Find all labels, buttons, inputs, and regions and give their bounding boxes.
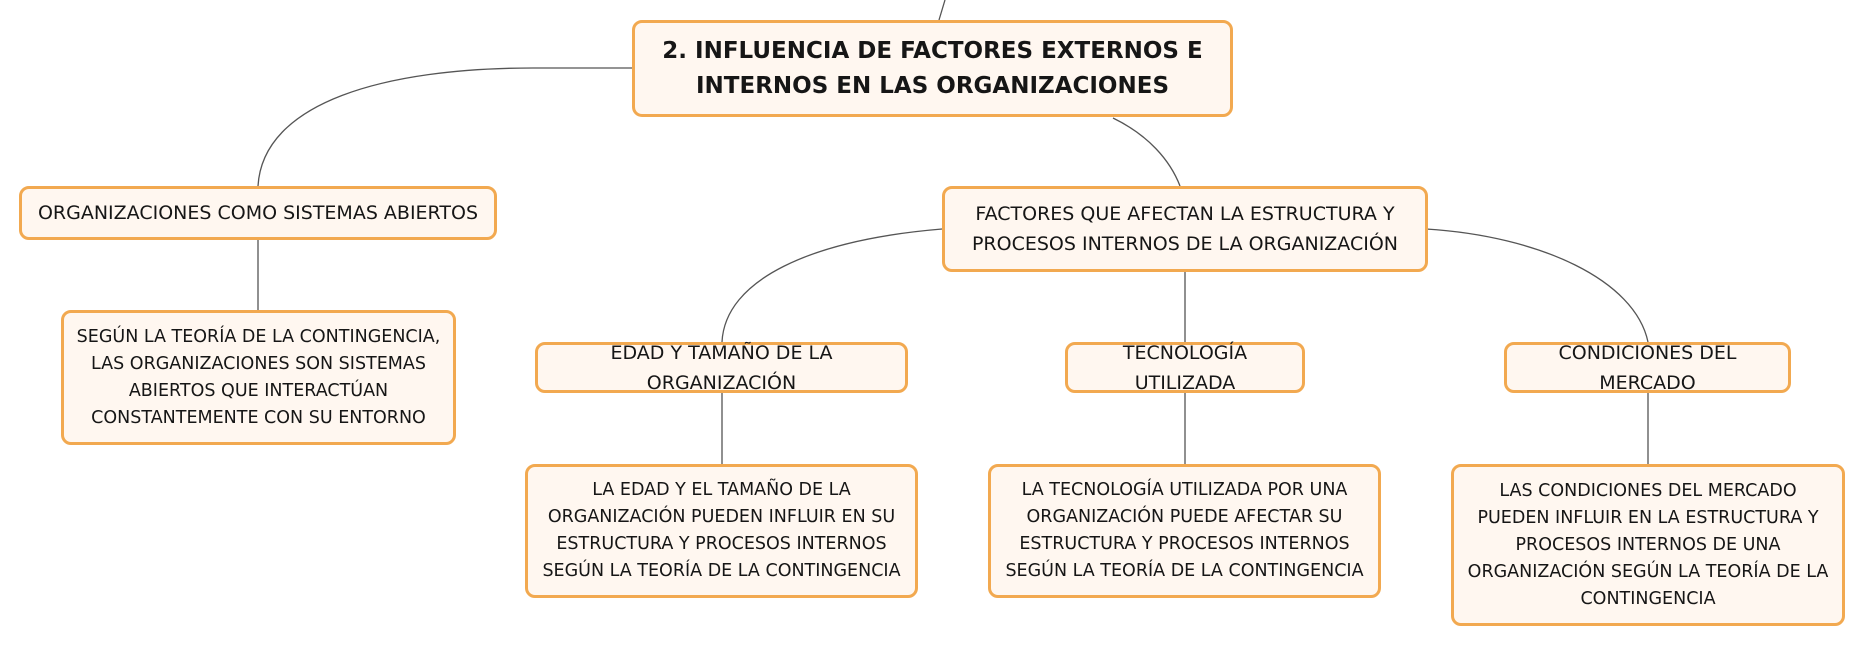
age-size-detail-text: LA EDAD Y EL TAMAÑO DE LA ORGANIZACIÓN P… bbox=[542, 480, 901, 581]
open-systems-detail-text: SEGÚN LA TEORÍA DE LA CONTINGENCIA, LAS … bbox=[76, 326, 441, 428]
technology-label: TECNOLOGÍA UTILIZADA bbox=[1122, 341, 1248, 394]
connector-to-main-topic bbox=[938, 0, 946, 21]
connector-main-to-factors bbox=[1112, 117, 1181, 187]
market-conditions-detail-text: LAS CONDICIONES DEL MERCADO PUEDEN INFLU… bbox=[1467, 480, 1829, 609]
technology-node: TECNOLOGÍA UTILIZADA bbox=[1065, 342, 1305, 394]
technology-detail-text: LA TECNOLOGÍA UTILIZADA POR UNA ORGANIZA… bbox=[1005, 480, 1364, 581]
connector-factors-to-age-size bbox=[721, 228, 943, 343]
main-topic-node: 2. INFLUENCIA DE FACTORES EXTERNOS E INT… bbox=[632, 20, 1233, 117]
age-size-label: EDAD Y TAMAÑO DE LA ORGANIZACIÓN bbox=[610, 341, 833, 394]
market-conditions-node: CONDICIONES DEL MERCADO bbox=[1504, 342, 1791, 394]
main-topic-label: 2. INFLUENCIA DE FACTORES EXTERNOS E INT… bbox=[662, 37, 1203, 99]
age-size-detail-node: LA EDAD Y EL TAMAÑO DE LA ORGANIZACIÓN P… bbox=[525, 464, 918, 598]
branch-open-systems-label: ORGANIZACIONES COMO SISTEMAS ABIERTOS bbox=[37, 202, 479, 224]
technology-detail-node: LA TECNOLOGÍA UTILIZADA POR UNA ORGANIZA… bbox=[988, 464, 1381, 598]
age-size-node: EDAD Y TAMAÑO DE LA ORGANIZACIÓN bbox=[535, 342, 908, 394]
connector-factors-to-market bbox=[1425, 228, 1649, 343]
branch-open-systems-node: ORGANIZACIONES COMO SISTEMAS ABIERTOS bbox=[19, 186, 497, 240]
branch-factors-label: FACTORES QUE AFECTAN LA ESTRUCTURA Y PRO… bbox=[971, 203, 1399, 255]
market-conditions-detail-node: LAS CONDICIONES DEL MERCADO PUEDEN INFLU… bbox=[1451, 464, 1845, 626]
open-systems-detail-node: SEGÚN LA TEORÍA DE LA CONTINGENCIA, LAS … bbox=[61, 310, 456, 445]
connector-main-to-open-systems bbox=[257, 67, 632, 187]
branch-factors-node: FACTORES QUE AFECTAN LA ESTRUCTURA Y PRO… bbox=[942, 186, 1428, 272]
market-conditions-label: CONDICIONES DEL MERCADO bbox=[1558, 341, 1737, 394]
